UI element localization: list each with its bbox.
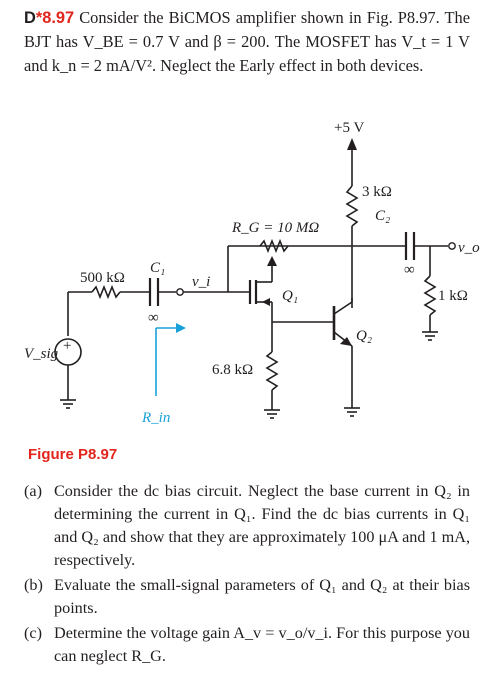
c2-value: ∞ <box>404 262 415 278</box>
q1-label: Q₁ <box>282 288 298 304</box>
vi-node <box>176 288 184 296</box>
part-a: (a) Consider the dc bias circuit. Neglec… <box>24 480 470 572</box>
supply-label: +5 V <box>334 120 364 136</box>
question-parts: (a) Consider the dc bias circuit. Neglec… <box>24 480 470 670</box>
rc-resistor <box>345 185 359 227</box>
rs2-label: 6.8 kΩ <box>212 362 253 378</box>
part-b-text: Evaluate the small-signal parameters of … <box>54 576 470 617</box>
ground-q2-icon <box>344 407 360 417</box>
part-a-tag: (a) <box>24 482 42 500</box>
rin-arrowhead <box>176 323 186 333</box>
rl-label: 1 kΩ <box>438 288 468 304</box>
part-a-text: Consider the dc bias circuit. Neglect th… <box>54 482 470 569</box>
problem-line-1: Consider the BiCMOS amplifier shown in <box>79 8 362 27</box>
q2-collector-lead <box>333 301 353 315</box>
supply-arrow <box>347 138 357 150</box>
problem-line-3: MOSFET has V_t = 1 V and k_n = 2 mA/V². … <box>24 32 470 75</box>
ground-vsig-icon <box>60 399 76 409</box>
vo-node <box>448 242 456 250</box>
ground-rl-icon <box>422 331 438 341</box>
c2-label: C₂ <box>375 208 390 224</box>
problem-line-2: Fig. P8.97. The BJT has V_BE = 0.7 V and… <box>24 8 470 51</box>
q2-label: Q₂ <box>356 328 372 344</box>
part-b: (b) Evaluate the small-signal parameters… <box>24 574 470 620</box>
vsig-sign: + <box>63 338 71 354</box>
rg-label: R_G = 10 MΩ <box>231 220 319 236</box>
part-c-tag: (c) <box>24 624 42 642</box>
problem-line-4: effect in both devices. <box>278 56 424 75</box>
rs2-resistor <box>265 351 279 391</box>
vo-label: v_o <box>458 240 480 256</box>
rin-label: R_in <box>141 410 170 426</box>
figure-label: Figure P8.97 <box>28 446 118 463</box>
q1-source-arrow <box>262 298 270 306</box>
rs-resistor <box>91 284 121 300</box>
ground-rs2-icon <box>264 409 280 419</box>
c1-value: ∞ <box>148 310 159 326</box>
part-b-tag: (b) <box>24 576 43 594</box>
rc-label: 3 kΩ <box>362 184 392 200</box>
vsig-label: V_sig <box>24 346 59 362</box>
c1-label: C₁ <box>150 260 165 276</box>
circuit-diagram: +5 V 3 kΩ C₂ R_G = 10 MΩ ∞ v_o 500 kΩ C₁… <box>24 120 480 426</box>
vi-label: v_i <box>192 274 210 290</box>
rs-label: 500 kΩ <box>80 270 125 286</box>
rl-resistor <box>423 275 437 316</box>
part-c-text: Determine the voltage gain A_v = v_o/v_i… <box>54 624 470 665</box>
q1-drain-arrow <box>267 256 277 266</box>
q2-emitter-arrow <box>340 337 352 346</box>
rg-resistor <box>259 238 289 254</box>
problem-number: D*8.97 <box>24 9 75 27</box>
problem-statement: D*8.97 Consider the BiCMOS amplifier sho… <box>24 6 470 78</box>
part-c: (c) Determine the voltage gain A_v = v_o… <box>24 622 470 668</box>
